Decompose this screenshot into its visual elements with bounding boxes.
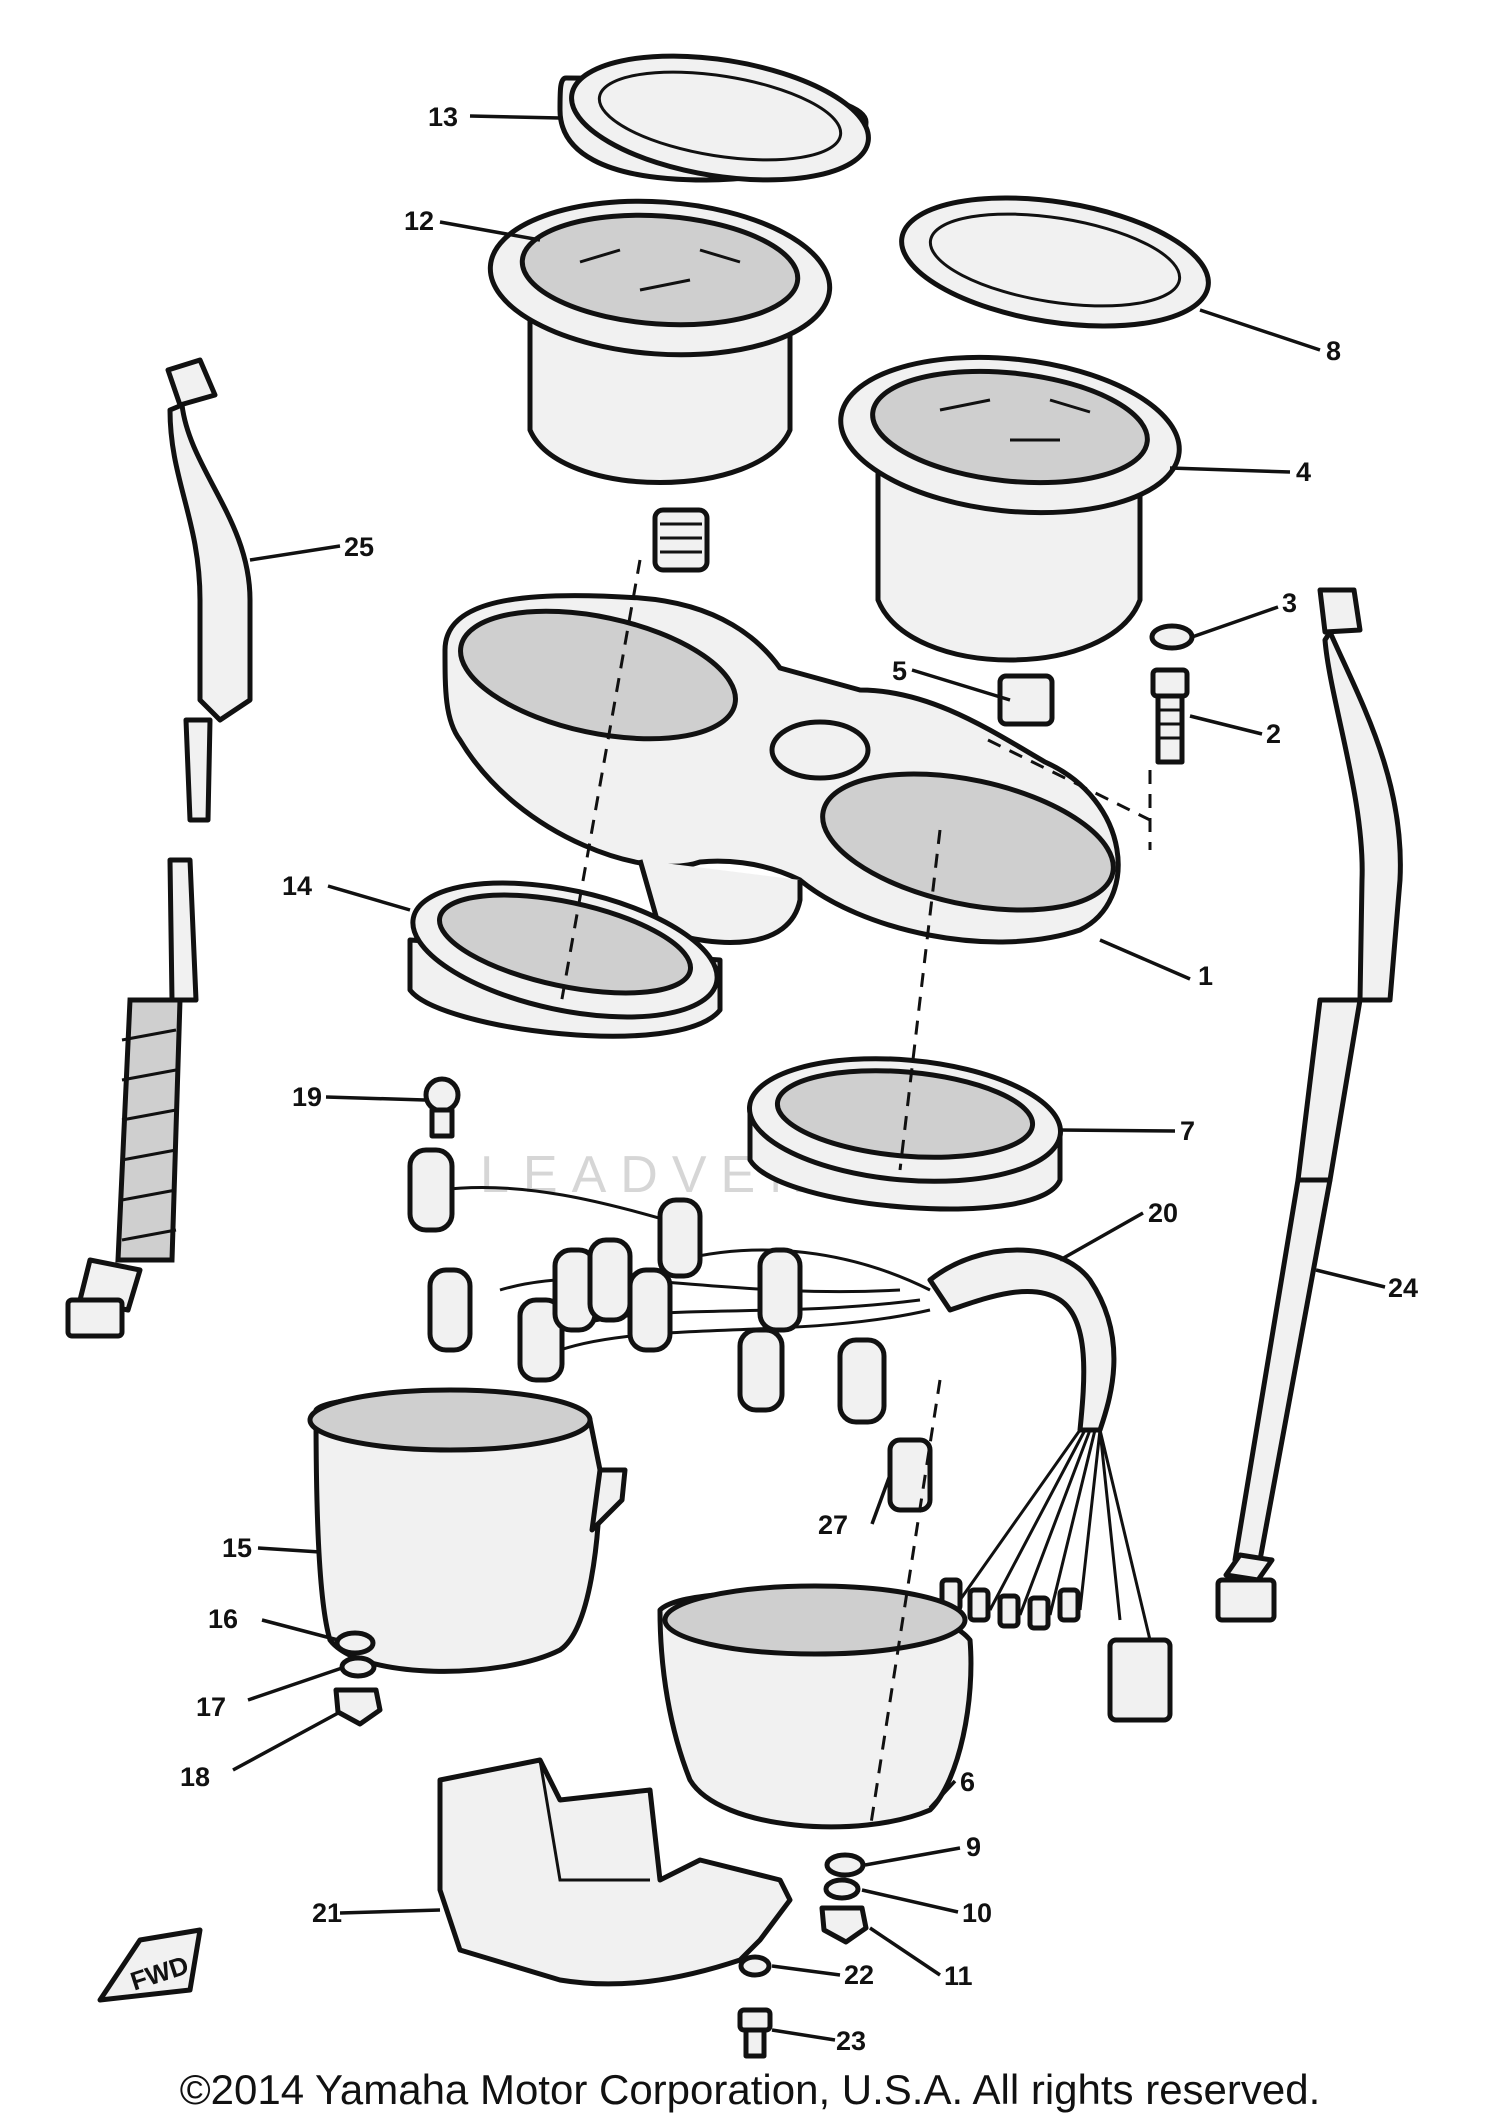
part-22-washer — [738, 1954, 772, 1978]
callout-5: 5 — [892, 656, 907, 686]
callout-7: 7 — [1180, 1116, 1195, 1146]
callout-17: 17 — [196, 1692, 226, 1722]
part-19-bulb — [423, 1076, 461, 1139]
part-3-washer — [1149, 623, 1195, 651]
callout-16: 16 — [208, 1604, 238, 1634]
part-17-washer — [339, 1655, 377, 1679]
part-13-bezel-ring — [557, 53, 871, 183]
callout-11: 11 — [944, 1961, 973, 1991]
callout-12: 12 — [404, 206, 434, 236]
part-16-washer — [334, 1630, 376, 1656]
callout-22: 22 — [844, 1960, 874, 1990]
part-23-bolt — [737, 2007, 773, 2059]
callout-27: 27 — [818, 1510, 848, 1540]
part-4-tachometer — [838, 354, 1182, 727]
callout-2: 2 — [1266, 719, 1281, 749]
callout-6: 6 — [960, 1767, 975, 1797]
part-12-speedometer — [487, 198, 833, 573]
callout-21: 21 — [312, 1898, 342, 1928]
callout-numbers: 1 2 3 4 5 6 7 8 9 10 11 12 13 14 15 16 1… — [180, 102, 1418, 2056]
part-15-lower-case — [307, 1387, 628, 1674]
callout-10: 10 — [962, 1898, 992, 1928]
part-21-bracket — [437, 1757, 793, 1987]
callout-leaders — [232, 114, 1386, 2042]
part-2-bolt — [1150, 667, 1190, 765]
callout-18: 18 — [180, 1762, 210, 1792]
callout-23: 23 — [836, 2026, 866, 2056]
callout-1: 1 — [1198, 961, 1213, 991]
part-8-bezel-ring — [899, 195, 1211, 329]
part-9-washer — [824, 1852, 866, 1878]
copyright-notice: ©2014 Yamaha Motor Corporation, U.S.A. A… — [179, 2066, 1321, 2113]
assembly-dashed-lines — [558, 559, 1152, 1831]
part-20-wiring-harness — [407, 1147, 1173, 1723]
callout-3: 3 — [1282, 588, 1297, 618]
part-24-tachometer-cable — [1215, 587, 1403, 1623]
callout-13: 13 — [428, 102, 458, 132]
callout-4: 4 — [1296, 457, 1311, 487]
callout-9: 9 — [966, 1832, 981, 1862]
part-11-nut — [819, 1905, 869, 1945]
part-10-washer — [823, 1877, 861, 1901]
callout-14: 14 — [282, 871, 312, 901]
callout-8: 8 — [1326, 336, 1341, 366]
callout-15: 15 — [222, 1533, 252, 1563]
part-18-nut — [333, 1687, 383, 1727]
callout-19: 19 — [292, 1082, 322, 1112]
part-1-meter-housing — [442, 593, 1121, 945]
part-25-speedometer-cable — [65, 357, 253, 1339]
callout-20: 20 — [1148, 1198, 1178, 1228]
callout-24: 24 — [1388, 1273, 1418, 1303]
part-6-lower-case — [657, 1583, 974, 1830]
fwd-arrow-icon: FWD — [97, 1927, 203, 2003]
callout-25: 25 — [344, 532, 374, 562]
